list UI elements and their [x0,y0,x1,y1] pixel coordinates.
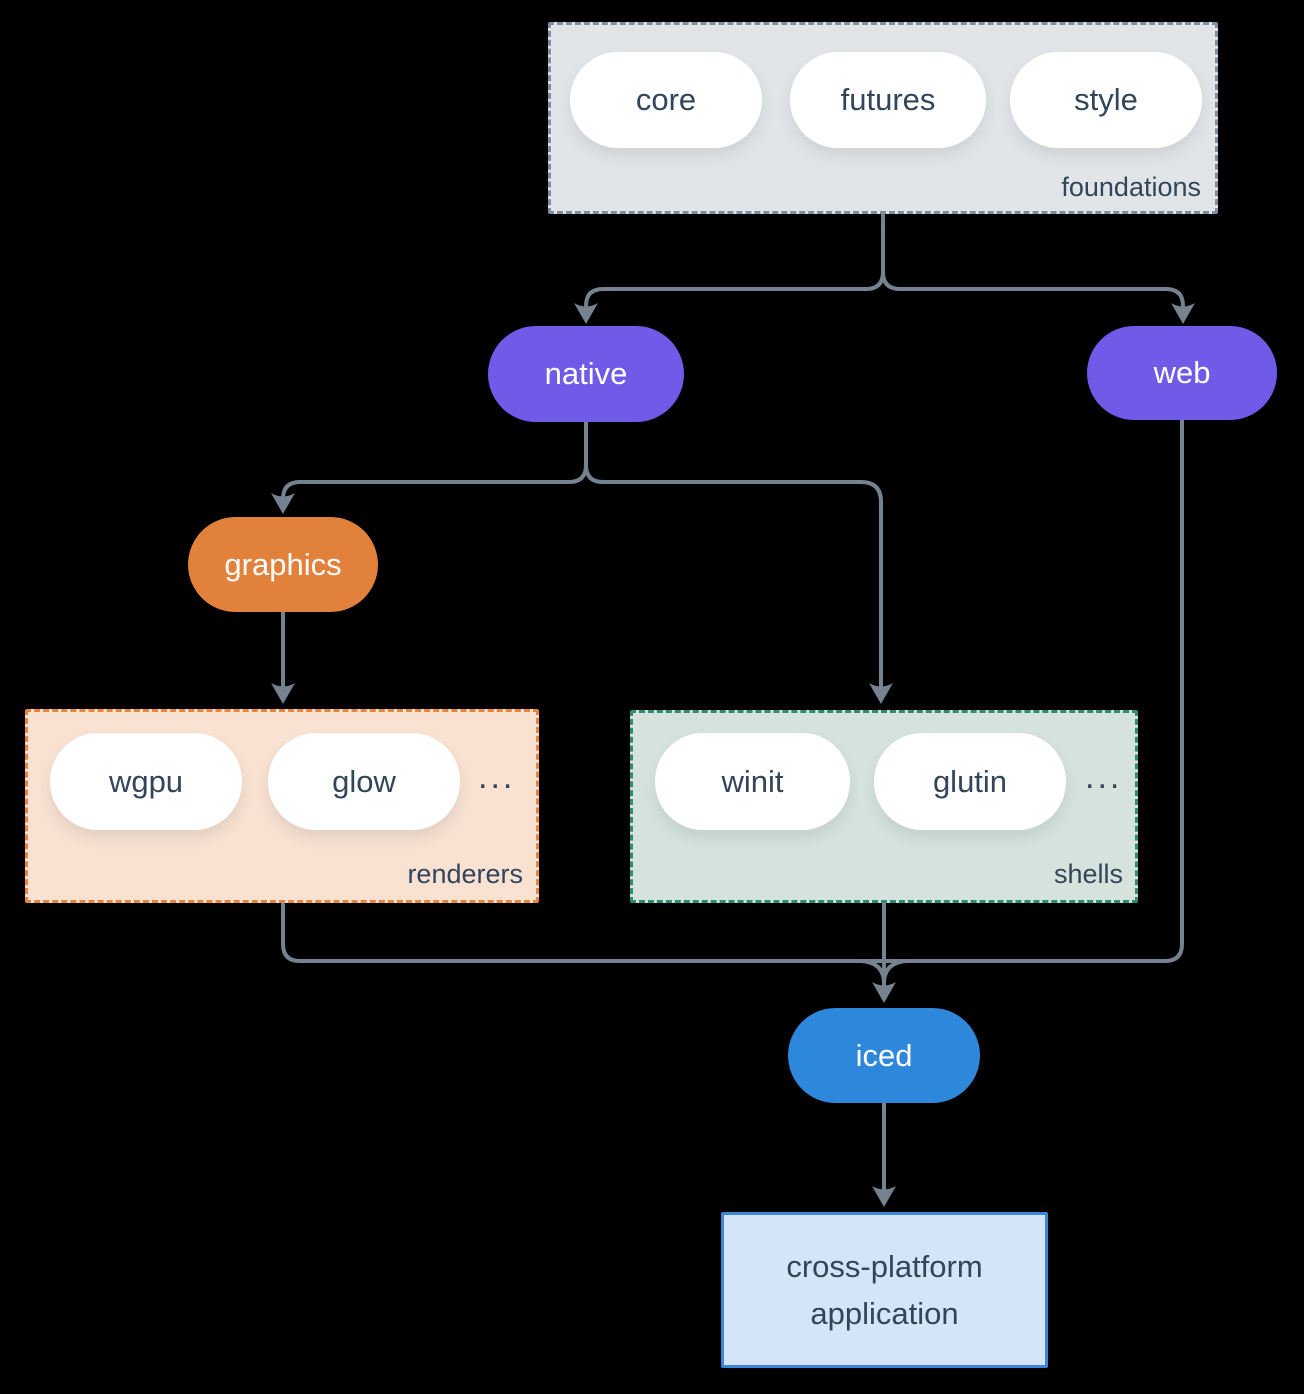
edge-foundations-native [584,212,885,310]
node-graphics: graphics [188,517,378,612]
foundations-group: core futures style foundations [548,22,1218,214]
edge-renderers-iced [281,901,886,963]
arrowhead-graphics [271,493,295,514]
renderers-label: renderers [407,859,523,889]
shells-group: winit glutin ... shells [630,710,1138,903]
renderers-ellipsis: ... [478,758,516,796]
node-cross-platform-application: cross-platform application [721,1212,1048,1368]
arrowhead-application [872,1186,896,1207]
node-wgpu: wgpu [50,733,242,830]
node-glutin: glutin [874,733,1066,830]
node-iced: iced [788,1008,980,1103]
foundations-label: foundations [1061,172,1201,202]
node-futures: futures [790,52,986,148]
edge-web-iced [882,417,1184,963]
edge-native-shells [584,420,883,688]
node-glow: glow [268,733,460,830]
merge-fillet-right [882,959,908,985]
node-winit: winit [655,733,850,830]
shells-ellipsis: ... [1085,758,1123,796]
arrowhead-web [1171,303,1195,324]
node-web: web [1087,326,1277,420]
shells-label: shells [1053,859,1123,889]
edge-native-graphics [281,420,588,501]
node-core: core [570,52,762,148]
renderers-group: wgpu glow ... renderers [25,709,539,903]
arrowhead-shells [869,683,893,704]
merge-fillet-left [860,959,886,985]
arrowhead-native [574,303,598,324]
arrowhead-renderers [271,683,295,704]
node-style: style [1010,52,1202,148]
node-native: native [488,326,684,422]
arrowhead-iced [872,982,896,1003]
edge-foundations-web [881,212,1185,310]
